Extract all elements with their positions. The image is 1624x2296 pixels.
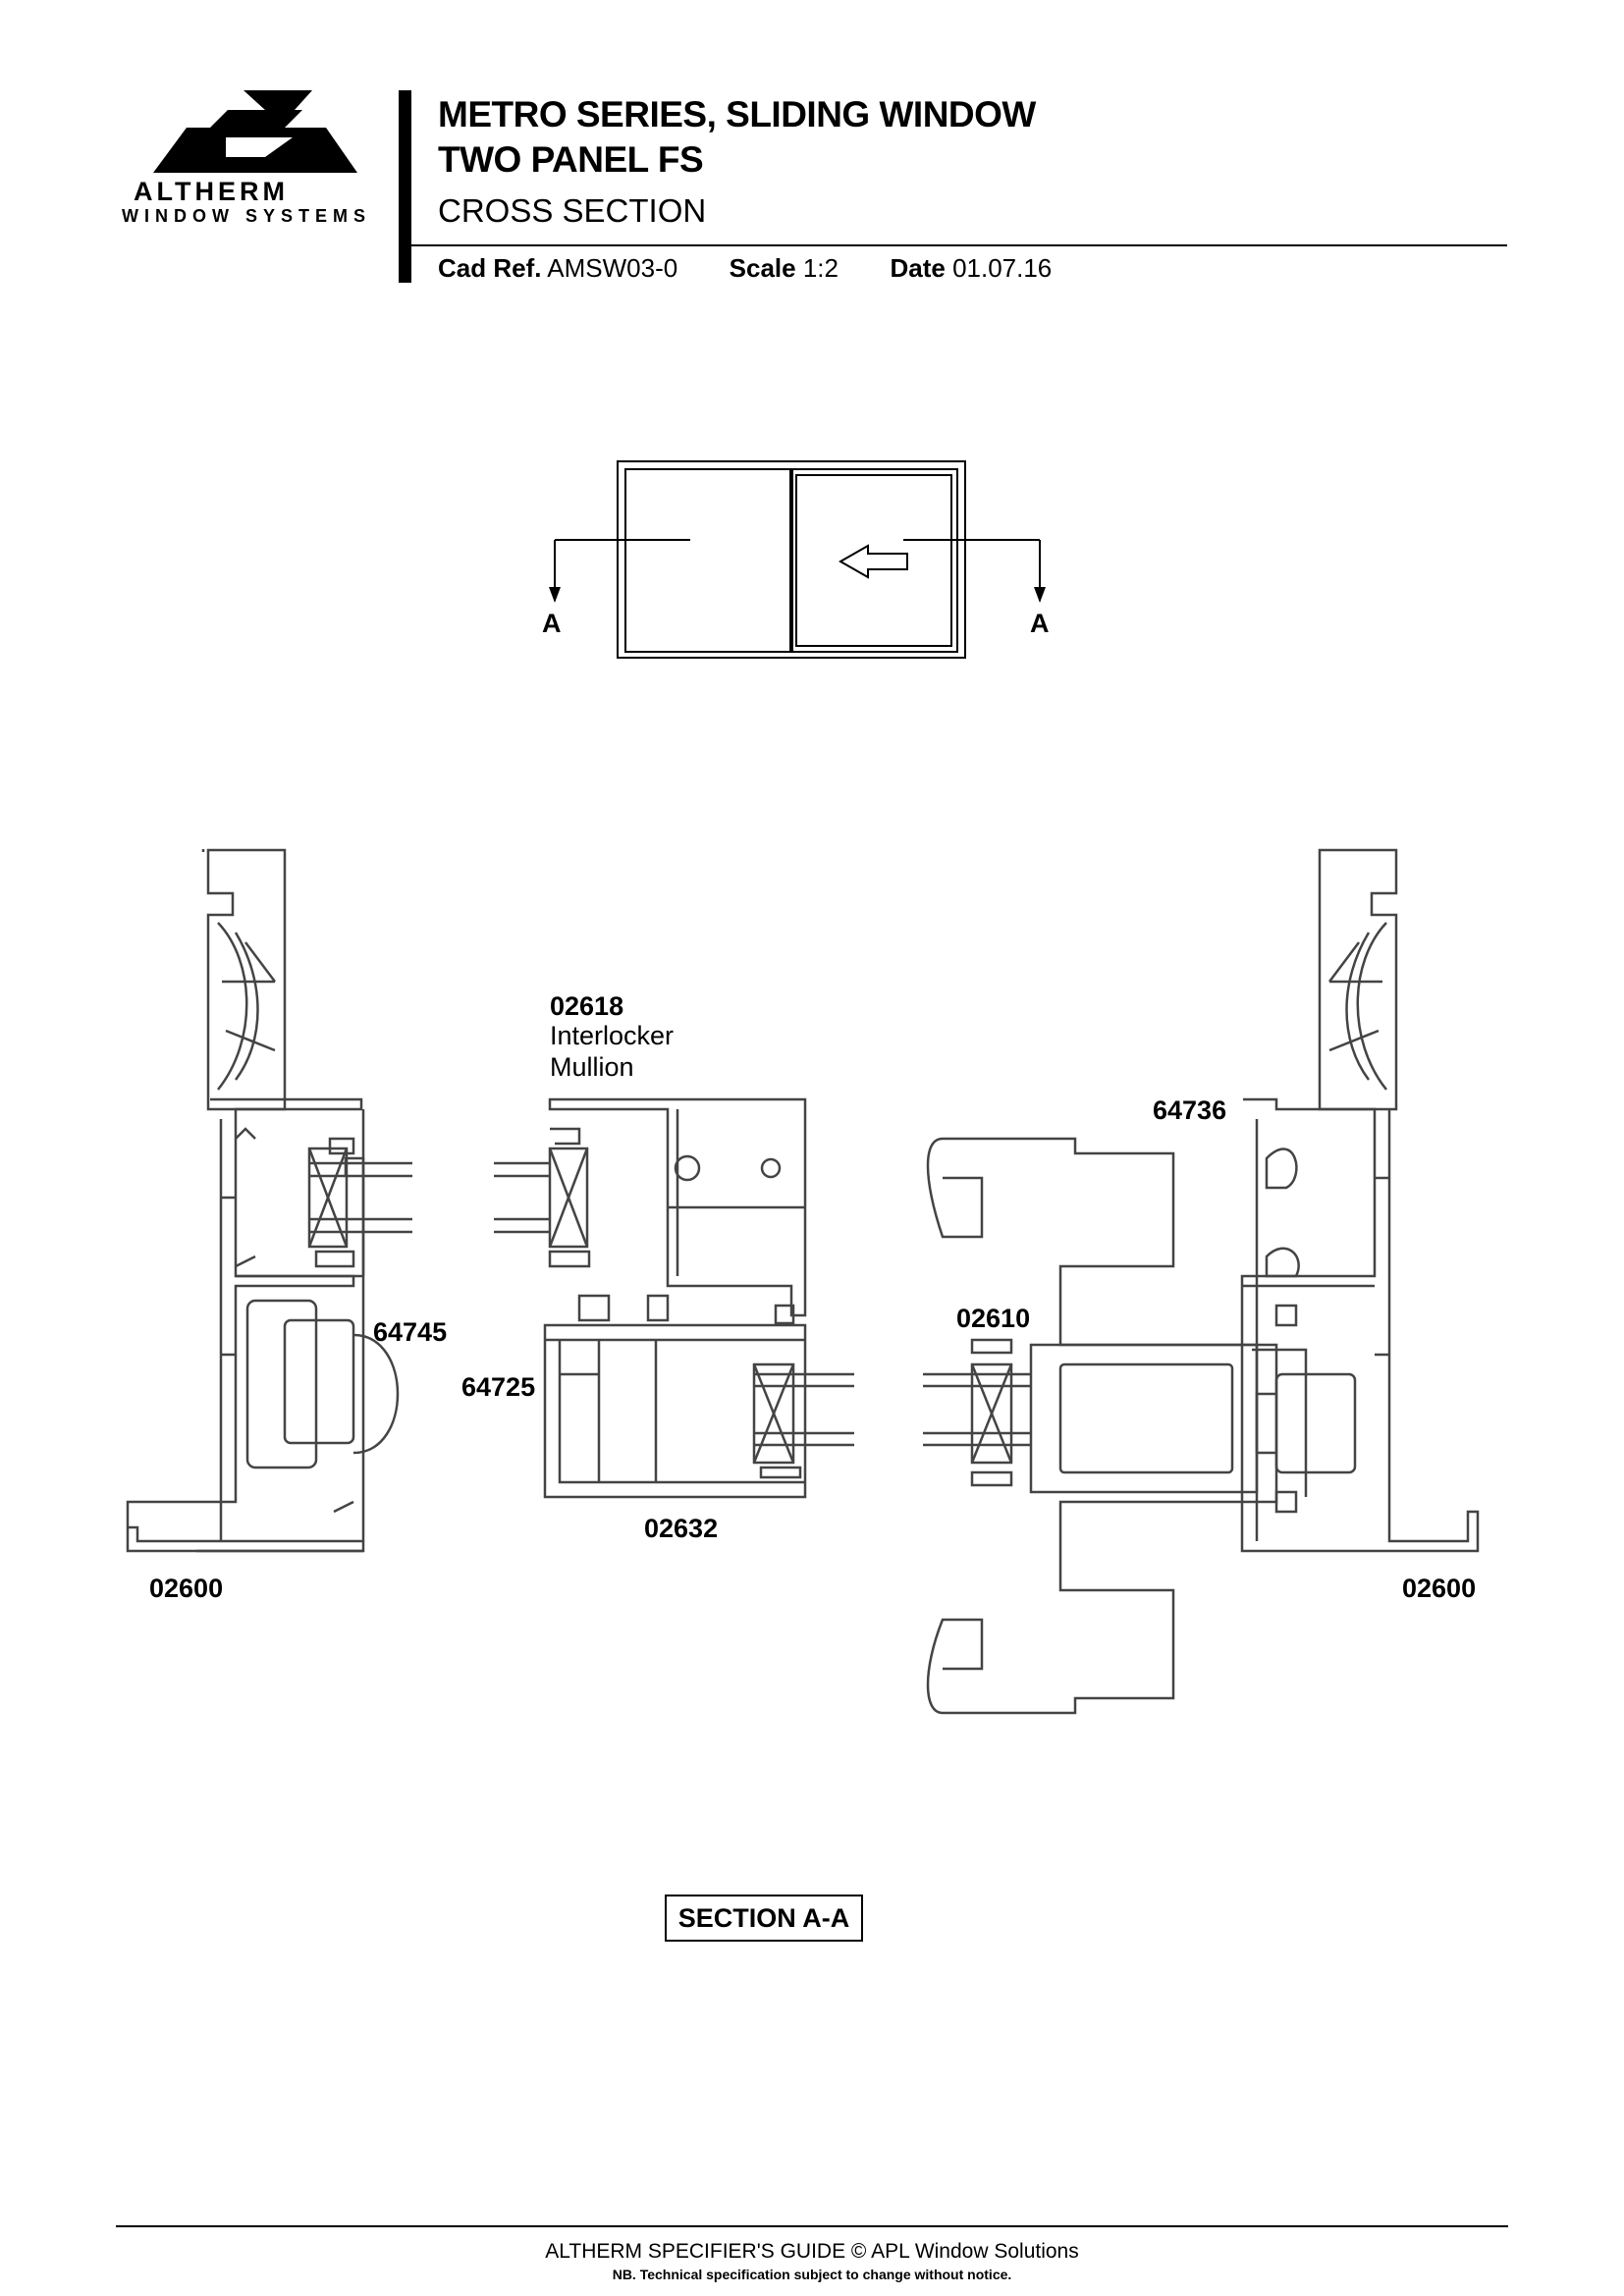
left-reveal-timber [201,848,287,1111]
footer-line2: NB. Technical specification subject to c… [612,2267,1012,2282]
right-reveal-timber [1318,848,1398,1111]
cad-ref-label: Cad Ref. [438,253,542,283]
label-interlocker: Interlocker [550,1021,675,1050]
right-glazing-unit [923,1338,1308,1497]
drawing-title: METRO SERIES, SLIDING WINDOW [438,94,1036,134]
date-value: 01.07.16 [952,253,1053,283]
handle-lock-02610 [926,1137,1278,1715]
slide-direction-arrow-icon [838,544,908,579]
left-glazing-unit [307,1137,412,1268]
brand-name: ALTHERM [134,177,289,206]
drawing-type: CROSS SECTION [438,192,707,229]
label-mullion: Mullion [550,1052,634,1082]
label-64736: 64736 [1153,1095,1227,1125]
label-02632: 02632 [644,1514,719,1543]
scale-label: Scale [729,253,796,283]
scale-value: 1:2 [802,253,839,283]
date-label: Date [890,253,946,283]
section-arrow-right-icon [1034,587,1046,603]
label-02610: 02610 [956,1304,1031,1333]
sash-profile-02632 [543,1294,854,1499]
cad-ref-value: AMSW03-0 [547,253,678,283]
section-mark-left: A [542,609,562,638]
interlocker-mullion-02618 [548,1097,807,1317]
label-64725: 64725 [461,1372,536,1402]
label-02618: 02618 [550,991,624,1021]
left-frame-profile-02600 [126,1097,400,1553]
label-02600-left: 02600 [149,1574,224,1603]
altherm-logo-icon [153,90,357,173]
mullion-glazing-unit [494,1147,591,1268]
section-mark-right: A [1030,609,1050,638]
section-arrow-left-icon [549,587,561,603]
label-02600-right: 02600 [1402,1574,1477,1603]
footer-line1: ALTHERM SPECIFIER'S GUIDE © APL Window S… [545,2240,1079,2263]
right-frame-profile-02600 [1240,1097,1480,1553]
drawing-subtitle: TWO PANEL FS [438,139,704,180]
label-64745: 64745 [373,1317,448,1347]
window-elevation [554,460,1041,659]
brand-subtitle: WINDOW SYSTEMS [122,206,371,226]
title-block-bar [399,90,411,283]
footer-rule [116,2225,1508,2227]
drawing-meta: Cad Ref. AMSW03-0 Scale 1:2 Date 01.07.1… [438,251,1052,285]
section-title: SECTION A-A [665,1895,863,1942]
